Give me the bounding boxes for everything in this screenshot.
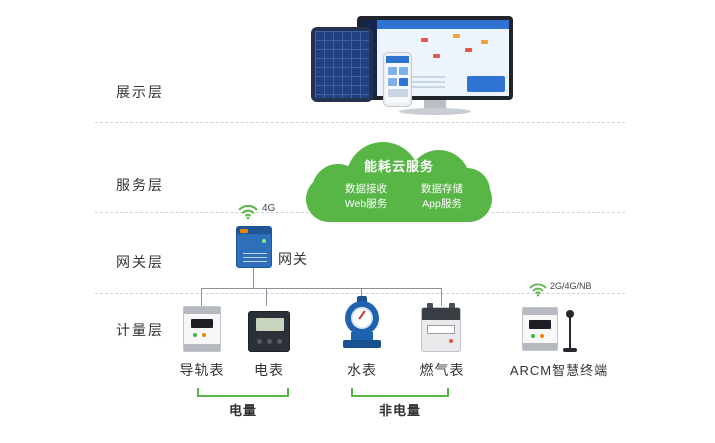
cloud-title: 能耗云服务 bbox=[363, 159, 434, 174]
tablet-screen bbox=[315, 31, 369, 98]
map-marker bbox=[465, 48, 472, 52]
water-meter-pipe bbox=[343, 340, 381, 348]
wifi-icon bbox=[529, 281, 547, 297]
meter-label-arcm: ARCM智慧终端 bbox=[509, 363, 609, 378]
gas-meter-pipe bbox=[427, 303, 433, 309]
connector-drop-electric-meter bbox=[266, 288, 267, 306]
cloud-service: 能耗云服务 数据接收 Web服务 数据存储 App服务 bbox=[306, 140, 492, 222]
antenna-stick bbox=[569, 316, 571, 350]
gateway-signal-label: 4G bbox=[262, 203, 276, 214]
connector-gateway-down bbox=[253, 268, 254, 288]
monitor-stand-neck bbox=[424, 100, 446, 109]
gas-meter-device bbox=[421, 303, 461, 352]
meter-label-water: 水表 bbox=[347, 362, 377, 378]
map-marker bbox=[453, 34, 460, 38]
cloud-services-left: 数据接收 Web服务 bbox=[332, 182, 400, 212]
arcm-terminal-top bbox=[523, 308, 557, 315]
phone-app-header bbox=[386, 56, 409, 63]
phone-app-tile bbox=[388, 67, 397, 75]
gas-meter-odometer bbox=[427, 325, 455, 334]
phone-app-tile bbox=[399, 67, 408, 75]
map-marker bbox=[421, 38, 428, 42]
tablet-device bbox=[311, 27, 373, 102]
rail-meter-lcd bbox=[191, 319, 213, 328]
rail-meter-terminal-top bbox=[184, 307, 220, 314]
bracket-electric-group bbox=[197, 388, 289, 397]
meter-label-electric: 电表 bbox=[254, 362, 284, 378]
rail-meter-terminal-bottom bbox=[184, 344, 220, 351]
phone-app-tile bbox=[399, 78, 408, 86]
arcm-terminal-lcd bbox=[529, 320, 551, 329]
phone-app-tile bbox=[388, 78, 397, 86]
cloud-service-item: 数据存储 bbox=[421, 183, 463, 195]
meter-label-gas: 燃气表 bbox=[419, 362, 465, 378]
monitor-stand-base bbox=[399, 108, 471, 115]
wifi-icon bbox=[238, 202, 258, 220]
cloud-service-item: App服务 bbox=[422, 198, 462, 210]
electric-meter-button bbox=[267, 339, 272, 344]
electric-meter-button bbox=[257, 339, 262, 344]
connector-bus bbox=[201, 288, 441, 289]
connector-drop-water-meter bbox=[361, 288, 362, 302]
gas-meter-pipe bbox=[449, 303, 455, 309]
gateway-top-panel bbox=[237, 227, 271, 234]
cloud-services-right: 数据存储 App服务 bbox=[408, 182, 476, 212]
arcm-signal-label: 2G/4G/NB bbox=[550, 281, 592, 291]
connector-drop-gas-meter bbox=[441, 288, 442, 306]
connector-drop-rail-meter bbox=[201, 288, 202, 306]
group-label-non-electric: 非电量 bbox=[378, 403, 421, 418]
cloud-service-item: 数据接收 bbox=[345, 183, 387, 195]
water-meter-cap bbox=[357, 296, 367, 304]
map-marker bbox=[481, 40, 488, 44]
layer-label-metering: 计量层 bbox=[116, 322, 164, 338]
separator-display-service bbox=[95, 122, 625, 123]
monitor-device bbox=[357, 16, 513, 100]
water-meter-device bbox=[342, 296, 382, 352]
layer-label-service: 服务层 bbox=[116, 177, 164, 193]
gateway-vents bbox=[243, 253, 267, 262]
arcm-terminal-device bbox=[522, 307, 558, 351]
arcm-led-green bbox=[531, 334, 535, 338]
gateway-connector bbox=[240, 229, 248, 233]
cloud-service-item: Web服务 bbox=[344, 198, 388, 210]
phone-screen bbox=[386, 56, 409, 103]
electric-meter-screen bbox=[256, 318, 284, 331]
gas-meter-top bbox=[422, 308, 460, 320]
map-marker bbox=[433, 54, 440, 58]
gateway-led bbox=[262, 239, 266, 243]
rail-meter-led-green bbox=[193, 333, 197, 337]
arcm-led-orange bbox=[540, 334, 544, 338]
phone-app-tile bbox=[388, 89, 408, 97]
layer-label-display: 展示层 bbox=[116, 84, 164, 100]
gas-meter-indicator bbox=[449, 339, 453, 343]
water-meter-dial bbox=[351, 307, 373, 329]
bracket-non-electric-group bbox=[351, 388, 449, 397]
phone-device bbox=[383, 52, 412, 107]
dashboard-panel bbox=[467, 76, 505, 92]
antenna-icon bbox=[566, 310, 574, 318]
gateway-label: 网关 bbox=[278, 251, 308, 267]
gateway-device bbox=[236, 226, 272, 268]
dashboard-topbar bbox=[377, 20, 509, 29]
rail-meter-device bbox=[183, 306, 221, 352]
arcm-terminal-bottom bbox=[523, 343, 557, 350]
layer-label-gateway: 网关层 bbox=[116, 254, 164, 270]
antenna-base bbox=[563, 348, 577, 352]
cloud-base bbox=[306, 176, 492, 222]
rail-meter-led-orange bbox=[202, 333, 206, 337]
electric-meter-device bbox=[248, 311, 290, 352]
group-label-electric: 电量 bbox=[228, 403, 257, 418]
separator-gateway-metering bbox=[95, 293, 625, 294]
electric-meter-button bbox=[277, 339, 282, 344]
meter-label-rail: 导轨表 bbox=[179, 362, 225, 378]
